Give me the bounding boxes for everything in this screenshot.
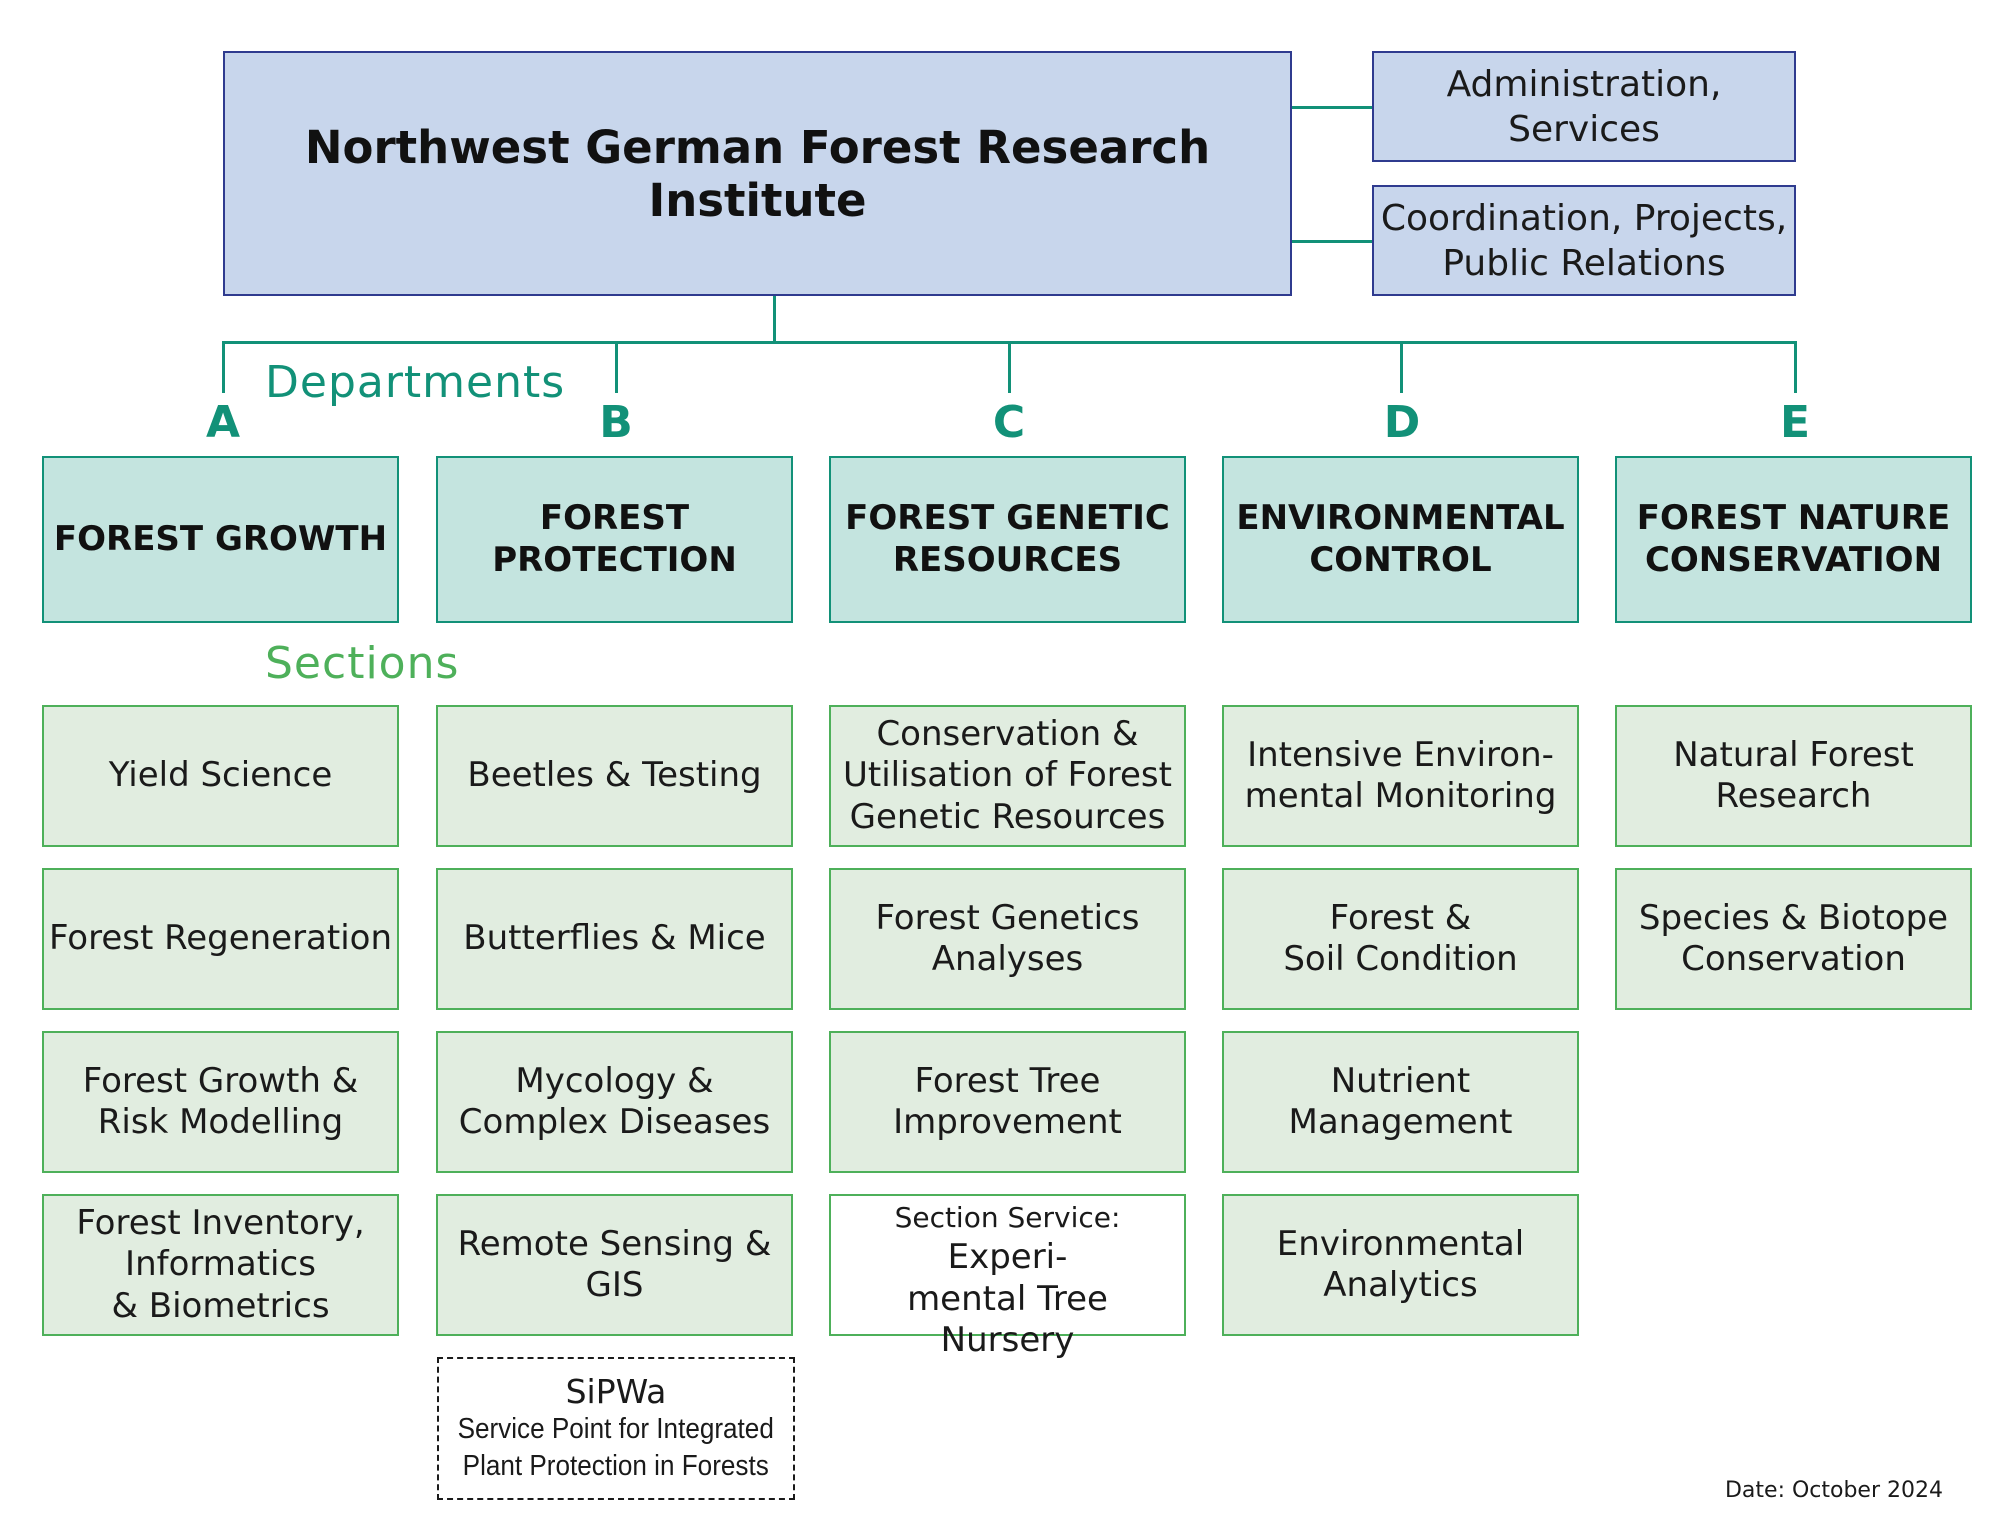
connector-dept-d (1400, 341, 1403, 393)
sections-label: Sections (265, 638, 460, 689)
section-mycology: Mycology & Complex Diseases (436, 1031, 793, 1173)
coordination-box: Coordination, Projects, Public Relations (1372, 185, 1796, 296)
date-label: Date: October 2024 (1724, 1478, 1943, 1503)
dept-forest-protection: FOREST PROTECTION (436, 456, 793, 623)
section-species-biotope: Species & Biotope Conservation (1615, 868, 1972, 1010)
connector-dept-e (1794, 341, 1797, 393)
section-remote-sensing: Remote Sensing & GIS (436, 1194, 793, 1336)
dept-forest-growth: FOREST GROWTH (42, 456, 399, 623)
section-forest-genetics-analyses: Forest Genetics Analyses (829, 868, 1186, 1010)
section-nutrient-management: Nutrient Management (1222, 1031, 1579, 1173)
section-service-prefix: Section Service: (894, 1201, 1121, 1234)
section-forest-growth-risk-modelling: Forest Growth & Risk Modelling (42, 1031, 399, 1173)
dept-letter-b: B (599, 397, 633, 448)
connector-dept-b (615, 341, 618, 393)
connector-dept-a (222, 341, 225, 393)
section-beetles-testing: Beetles & Testing (436, 705, 793, 847)
administration-box: Administration, Services (1372, 51, 1796, 162)
section-forest-inventory: Forest Inventory, Informatics & Biometri… (42, 1194, 399, 1336)
dept-letter-c: C (992, 397, 1026, 448)
institute-title-box: Northwest German Forest Research Institu… (223, 51, 1292, 296)
section-butterflies-mice: Butterflies & Mice (436, 868, 793, 1010)
section-environmental-analytics: Environmental Analytics (1222, 1194, 1579, 1336)
connector-trunk (773, 296, 776, 342)
section-service-text: Experi- mental Tree Nursery (907, 1237, 1108, 1361)
section-conservation-utilisation: Conservation & Utilisation of Forest Gen… (829, 705, 1186, 847)
sipwa-title: SiPWa (565, 1371, 667, 1411)
section-yield-science: Yield Science (42, 705, 399, 847)
section-forest-soil-condition: Forest & Soil Condition (1222, 868, 1579, 1010)
section-forest-regeneration: Forest Regeneration (42, 868, 399, 1010)
connector-coordination (1292, 240, 1372, 243)
section-service-tree-nursery: Section Service: Experi- mental Tree Nur… (829, 1194, 1186, 1360)
sipwa-subtitle: Service Point for Integrated Plant Prote… (457, 1412, 775, 1482)
dept-forest-genetic-resources: FOREST GENETIC RESOURCES (829, 456, 1186, 623)
sipwa-box: SiPWa Service Point for Integrated Plant… (437, 1357, 795, 1500)
dept-forest-nature-conservation: FOREST NATURE CONSERVATION (1615, 456, 1972, 623)
section-natural-forest-research: Natural Forest Research (1615, 705, 1972, 847)
dept-environmental-control: ENVIRONMENTAL CONTROL (1222, 456, 1579, 623)
connector-admin (1292, 106, 1372, 109)
dept-letter-e: E (1779, 397, 1811, 448)
departments-label: Departments (265, 357, 566, 408)
connector-dept-c (1008, 341, 1011, 393)
section-intensive-monitoring: Intensive Environ- mental Monitoring (1222, 705, 1579, 847)
dept-letter-a: A (205, 397, 241, 448)
dept-letter-d: D (1383, 397, 1421, 448)
section-forest-tree-improvement: Forest Tree Improvement (829, 1031, 1186, 1173)
